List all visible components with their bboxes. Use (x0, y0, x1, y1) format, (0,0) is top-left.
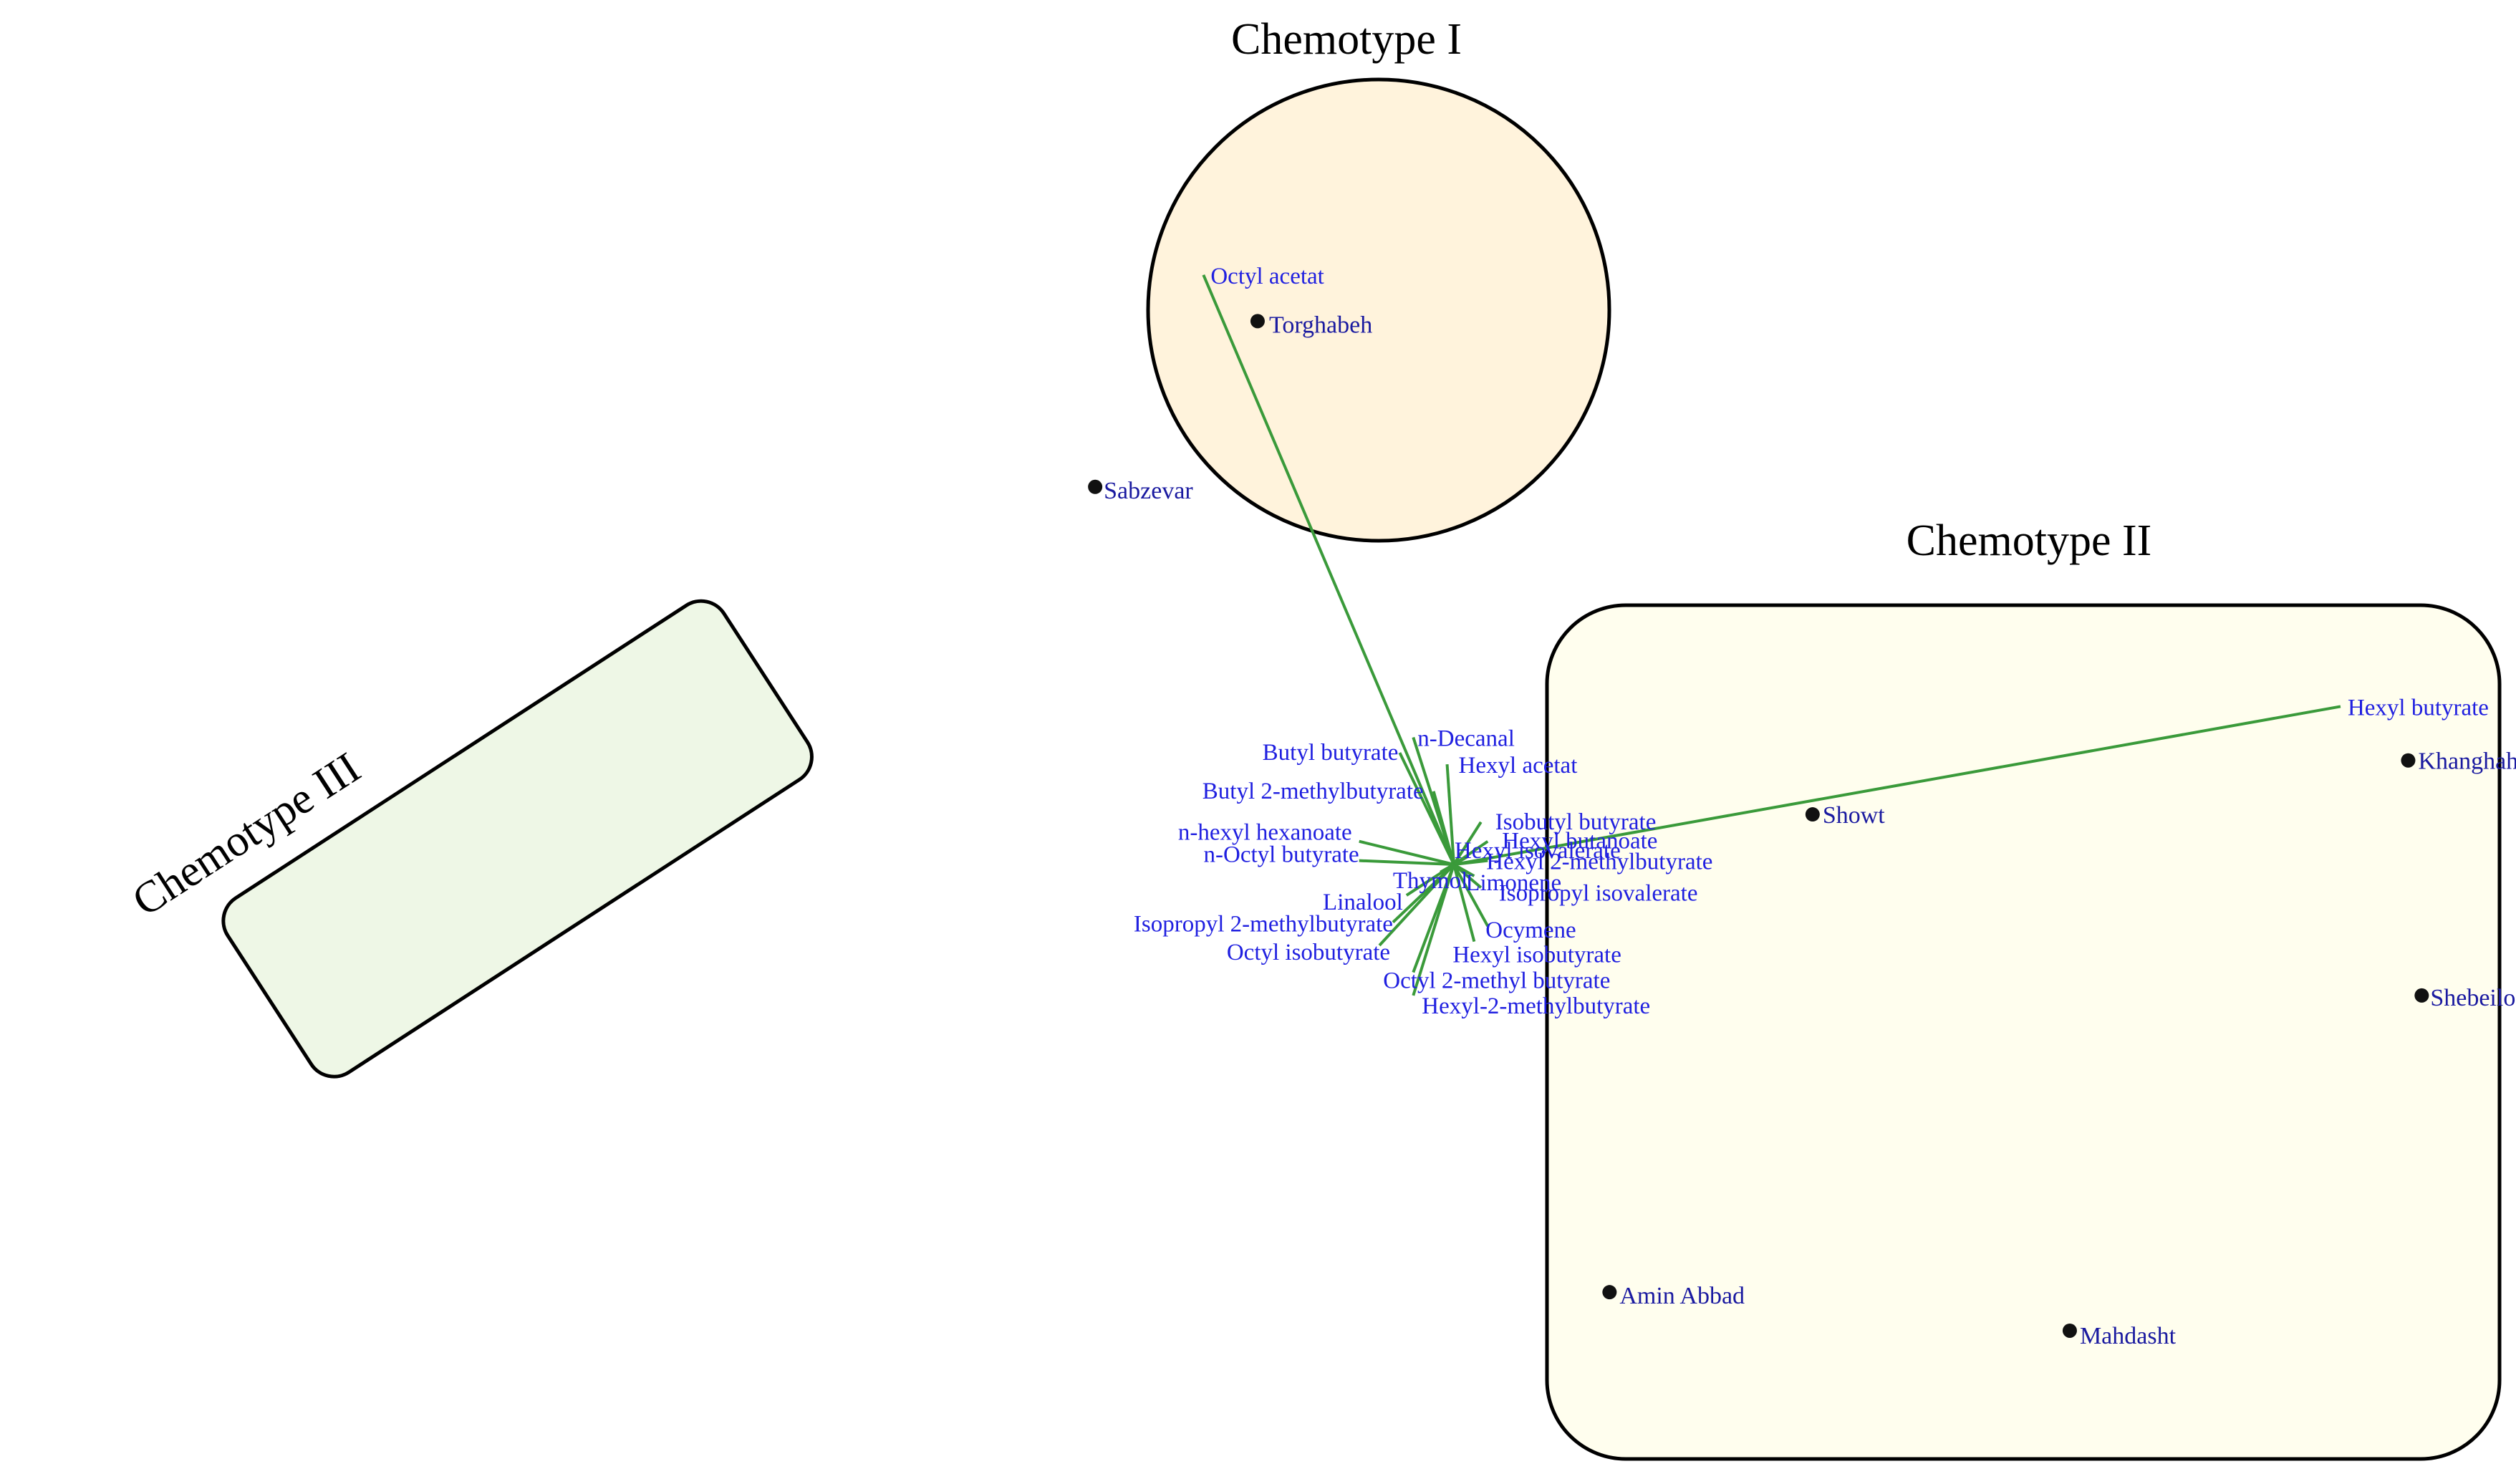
vector-n-octyl-butyrate (1359, 859, 1455, 866)
variable-label-hexyl-isovalerate: Hexyl isovalerate (1455, 838, 1621, 864)
vector-butyl-butyrate (1398, 752, 1455, 865)
vector-hexyl-2-methylbutyrate (1412, 864, 1455, 996)
variable-label-thymol: Thymol (1393, 868, 1468, 894)
vector-hexyl-acetat (1445, 763, 1455, 865)
variable-label-hexyl-butyrate: Hexyl butyrate (2348, 695, 2489, 721)
vector-ocymene (1452, 864, 1490, 928)
site-label-showt: Showt (1823, 802, 1885, 829)
variable-label-hexyl-2-methylbutyrate: Hexyl-2-methylbutyrate (1422, 993, 1650, 1019)
site-label-khanghah: Khanghah (2418, 748, 2516, 775)
vector-octyl-isobutyrate (1378, 863, 1455, 947)
vector-octyl-acetat (1202, 274, 1455, 865)
variable-label-hexyl-butanoate: Hexyl butanoate (1502, 829, 1657, 854)
variable-label-octyl-isobutyrate: Octyl isobutyrate (1227, 940, 1390, 965)
site-point-shebeilo (2414, 988, 2429, 1003)
chemotype-regions (221, 77, 2502, 1461)
variable-label-linalool: Linalool (1323, 890, 1403, 915)
variable-label-n-hexyl-hexanoate: n-hexyl hexanoate (1178, 820, 1352, 846)
vector-isobutyl-butyrate (1452, 821, 1483, 866)
site-label-sabzevar: Sabzevar (1104, 478, 1193, 504)
variable-label-isobutyl-butyrate: Isobutyl butyrate (1495, 809, 1657, 835)
variable-label-hexyl-acetat: Hexyl acetat (1459, 753, 1578, 779)
variable-label-n-decanal: n-Decanal (1417, 726, 1515, 751)
variable-label-ocymene: Ocymene (1485, 917, 1576, 943)
variable-label-octyl-2-methyl-butyrate: Octyl 2-methyl butyrate (1383, 968, 1610, 994)
site-point-torghabeh (1250, 314, 1265, 329)
variable-vectors (1202, 274, 2341, 996)
chemotype-i-region (1146, 77, 1611, 543)
variable-label-isopropyl-isovalerate: Isopropyl isovalerate (1499, 880, 1698, 906)
variable-label-octyl-acetat: Octyl acetat (1210, 264, 1324, 289)
variable-label-butyl-butyrate: Butyl butyrate (1263, 740, 1399, 766)
site-point-mahdasht (2062, 1323, 2077, 1338)
variable-label-limonene: Limonene (1465, 870, 1561, 896)
site-label-torghabeh: Torghabeh (1269, 312, 1372, 338)
variable-label-hexyl-2-methylbutyrate: Hexyl 2-methylbutyrate (1486, 849, 1712, 875)
chemotype-ii-region (1545, 603, 2502, 1461)
vector-hexyl-2-methylbutyrate (1453, 859, 1488, 866)
site-label-shebeilo: Shebeilo (2430, 985, 2515, 1011)
vector-isopropyl-isovalerate (1452, 863, 1483, 889)
vector-hexyl-butyrate (1453, 705, 2341, 866)
site-point-khanghah (2401, 753, 2416, 768)
vector-hexyl-isobutyrate (1452, 864, 1476, 943)
site-label-amin-abbad: Amin Abbad (1619, 1283, 1745, 1309)
variable-label-isopropyl-2-methylbutyrate: Isopropyl 2-methylbutyrate (1134, 912, 1393, 938)
vector-linalool (1405, 863, 1455, 897)
vector-n-hexyl-hexanoate (1359, 839, 1455, 866)
chemotype-ii-title: Chemotype II (1907, 516, 2152, 565)
variable-label-hexyl-isobutyrate: Hexyl isobutyrate (1452, 943, 1621, 968)
chemotype-iii-region (221, 599, 814, 1079)
site-point-sabzevar (1088, 479, 1103, 494)
variable-label-n-octyl-butyrate: n-Octyl butyrate (1204, 842, 1359, 868)
site-point-showt (1805, 807, 1820, 822)
site-point-amin-abbad (1602, 1285, 1617, 1300)
vector-butyl-2-methylbutyrate (1432, 791, 1455, 865)
site-label-mahdasht: Mahdasht (2080, 1323, 2177, 1349)
chemotype-i-title: Chemotype I (1231, 15, 1462, 64)
site-points: TorghabehSabzevarShowtKhanghahKaleibarSh… (1088, 312, 2516, 1349)
variable-label-butyl-2-methylbutyrate: Butyl 2-methylbutyrate (1202, 779, 1424, 804)
